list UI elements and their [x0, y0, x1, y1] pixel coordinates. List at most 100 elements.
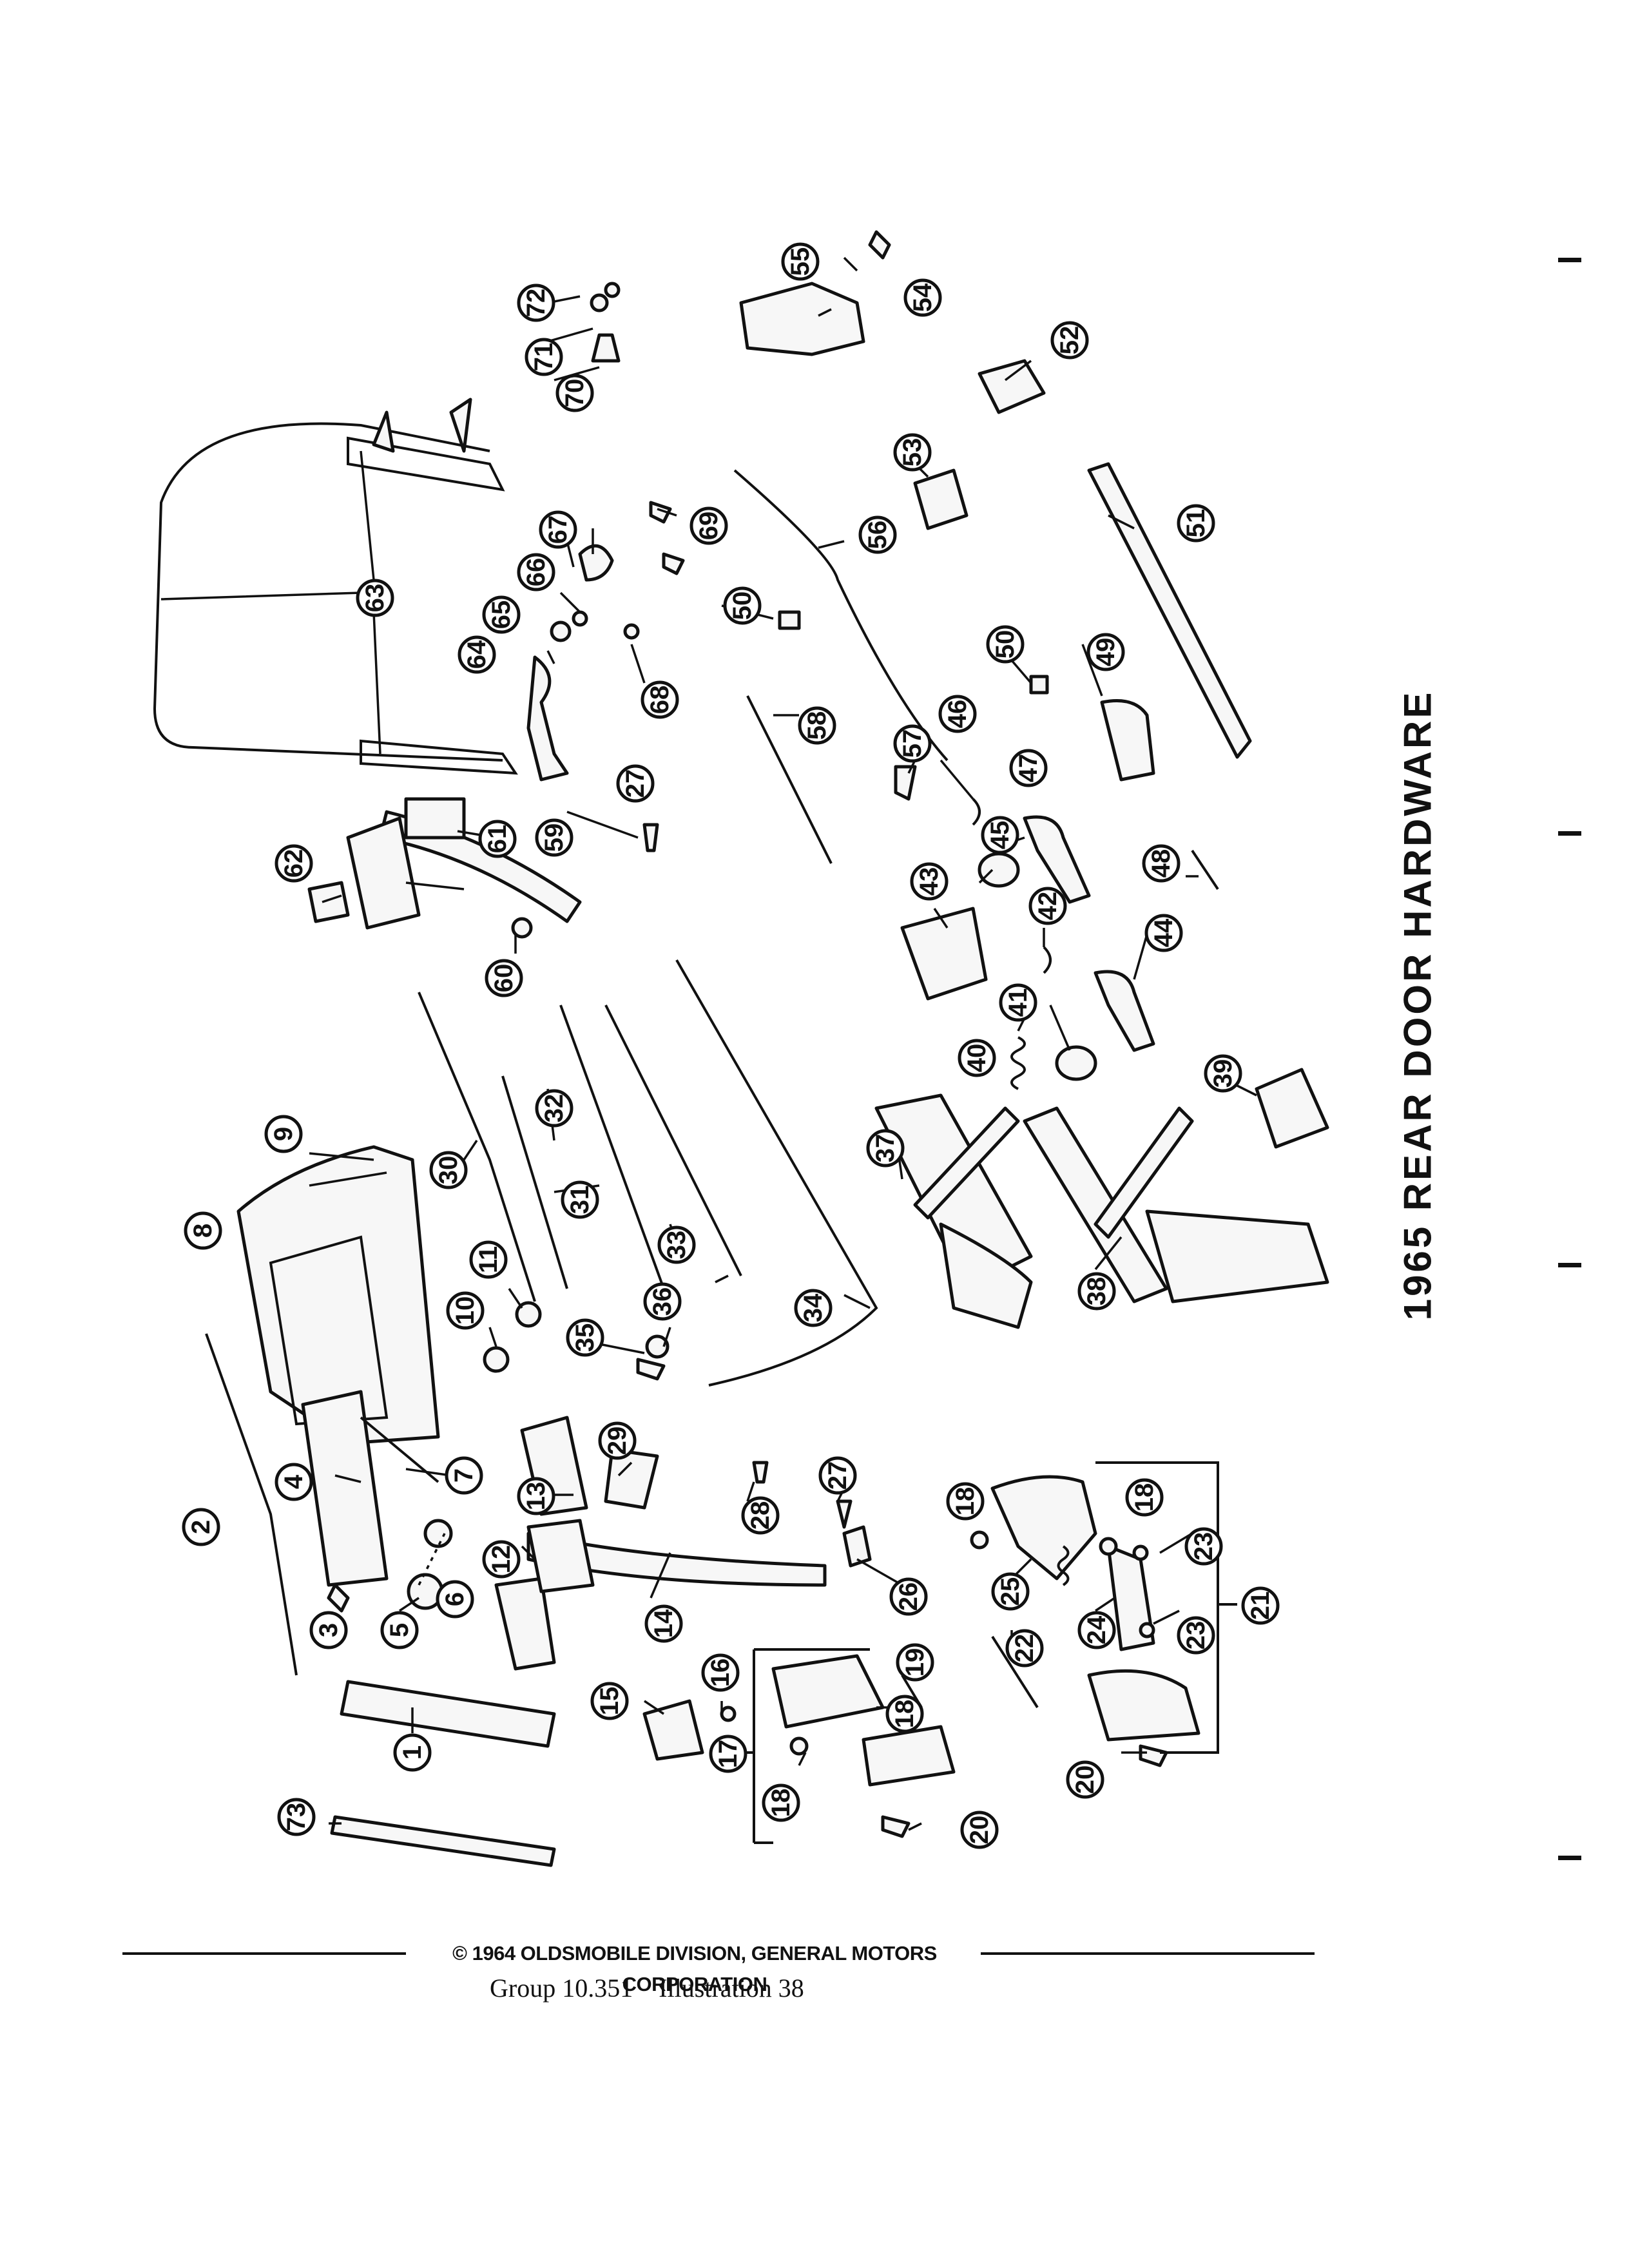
regulator-38-shape — [1023, 1106, 1168, 1303]
callout-5: 5 — [380, 1611, 419, 1649]
svg-text:42: 42 — [1034, 892, 1062, 921]
svg-text:61: 61 — [483, 825, 512, 854]
callout-21: 21 — [1241, 1586, 1280, 1625]
svg-text:38: 38 — [1083, 1277, 1111, 1306]
svg-text:3: 3 — [314, 1623, 343, 1637]
svg-text:63: 63 — [361, 584, 389, 613]
callout-17: 17 — [709, 1735, 747, 1773]
svg-text:52: 52 — [1055, 326, 1084, 355]
svg-text:51: 51 — [1182, 509, 1210, 538]
edge-tick-2 — [1558, 831, 1581, 836]
door-frame-shape — [153, 422, 503, 762]
svg-text:64: 64 — [463, 640, 491, 669]
callout-50b: 50 — [986, 625, 1025, 664]
callout-18a: 18 — [946, 1482, 985, 1521]
svg-text:27: 27 — [621, 769, 650, 798]
callout-23b: 23 — [1177, 1616, 1215, 1655]
svg-text:58: 58 — [803, 711, 831, 740]
callout-34: 34 — [794, 1289, 833, 1327]
callout-28: 28 — [741, 1496, 780, 1535]
callout-58: 58 — [798, 706, 836, 745]
callout-56: 56 — [858, 515, 897, 554]
callout-13: 13 — [517, 1477, 555, 1515]
callout-50a: 50 — [723, 586, 762, 625]
callout-23a: 23 — [1184, 1527, 1223, 1566]
callout-72: 72 — [517, 284, 555, 322]
callout-32: 32 — [535, 1089, 574, 1128]
svg-text:57: 57 — [898, 729, 927, 758]
callout-25: 25 — [991, 1572, 1030, 1611]
callout-62: 62 — [275, 844, 313, 883]
callout-66: 66 — [517, 553, 555, 591]
bracket-17 — [728, 1648, 870, 1844]
callout-52: 52 — [1050, 321, 1089, 360]
svg-text:4: 4 — [280, 1474, 308, 1489]
callout-9: 9 — [264, 1115, 303, 1153]
svg-text:10: 10 — [451, 1296, 479, 1325]
svg-text:37: 37 — [871, 1134, 900, 1163]
callout-60: 60 — [485, 959, 523, 997]
callout-43: 43 — [910, 862, 949, 901]
callout-73: 73 — [277, 1798, 316, 1836]
svg-text:9: 9 — [269, 1127, 298, 1141]
svg-text:23: 23 — [1182, 1621, 1210, 1650]
svg-text:72: 72 — [522, 289, 550, 318]
callout-3: 3 — [309, 1611, 348, 1649]
callout-2: 2 — [182, 1508, 220, 1546]
svg-text:20: 20 — [1071, 1765, 1099, 1794]
svg-text:55: 55 — [786, 247, 815, 276]
callout-29: 29 — [598, 1421, 637, 1460]
callout-41: 41 — [999, 983, 1037, 1022]
svg-text:46: 46 — [943, 700, 972, 729]
handle-shape — [526, 655, 569, 782]
callout-67: 67 — [539, 510, 577, 549]
lock-shape — [739, 282, 865, 356]
svg-text:39: 39 — [1209, 1059, 1237, 1088]
svg-text:48: 48 — [1147, 849, 1175, 878]
svg-text:36: 36 — [648, 1287, 677, 1316]
svg-text:43: 43 — [915, 867, 943, 896]
svg-text:31: 31 — [566, 1186, 594, 1215]
svg-text:40: 40 — [963, 1044, 991, 1073]
callout-6: 6 — [436, 1580, 474, 1619]
svg-text:67: 67 — [544, 515, 572, 544]
svg-text:18: 18 — [891, 1700, 919, 1729]
svg-text:16: 16 — [706, 1658, 735, 1687]
svg-text:7: 7 — [450, 1468, 478, 1483]
callout-53: 53 — [893, 433, 932, 472]
svg-text:22: 22 — [1010, 1634, 1039, 1663]
callout-35: 35 — [566, 1318, 604, 1357]
edge-tick-1 — [1558, 258, 1581, 262]
callout-63: 63 — [356, 579, 394, 617]
svg-text:59: 59 — [540, 823, 568, 852]
svg-text:33: 33 — [662, 1231, 691, 1260]
svg-text:13: 13 — [522, 1482, 550, 1511]
svg-text:70: 70 — [561, 379, 589, 408]
callout-55: 55 — [781, 242, 820, 281]
callout-31: 31 — [561, 1180, 599, 1219]
svg-text:49: 49 — [1092, 638, 1120, 667]
svg-text:66: 66 — [522, 558, 550, 587]
svg-text:18: 18 — [767, 1789, 795, 1818]
svg-text:18: 18 — [951, 1487, 979, 1516]
svg-text:24: 24 — [1083, 1615, 1111, 1644]
rule-left — [122, 1952, 406, 1955]
callout-70: 70 — [555, 374, 594, 412]
callout-18d: 18 — [762, 1783, 800, 1822]
svg-text:56: 56 — [863, 521, 892, 550]
svg-text:50: 50 — [728, 591, 757, 620]
svg-text:44: 44 — [1150, 918, 1178, 947]
callout-57: 57 — [893, 724, 932, 763]
callout-15: 15 — [590, 1682, 629, 1720]
svg-text:34: 34 — [799, 1293, 827, 1322]
svg-text:15: 15 — [595, 1687, 624, 1716]
svg-text:28: 28 — [746, 1501, 775, 1530]
moulding-shape — [1087, 462, 1252, 759]
bracket-21 — [1095, 1461, 1237, 1754]
svg-text:35: 35 — [571, 1323, 599, 1352]
callout-20b: 20 — [1066, 1760, 1104, 1799]
svg-text:32: 32 — [540, 1094, 568, 1123]
callout-12: 12 — [482, 1540, 521, 1579]
